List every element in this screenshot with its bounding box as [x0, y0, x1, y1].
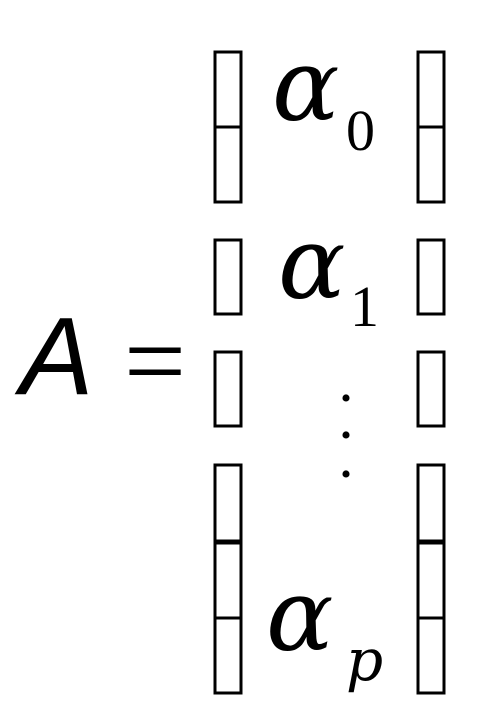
entry-subscript: p	[346, 626, 383, 694]
entry-symbol: α	[266, 557, 334, 674]
ellipsis-dot: •	[341, 419, 352, 452]
vertical-ellipsis: • • •	[341, 382, 352, 491]
entry-subscript: 1	[350, 274, 379, 339]
ellipsis-dot: •	[341, 382, 352, 415]
entry-symbol: α	[272, 27, 340, 144]
matrix-entry-alpha-p: α p	[266, 557, 383, 694]
entry-symbol: α	[278, 205, 346, 322]
matrix-entry-alpha-1: α 1	[278, 205, 379, 339]
right-bracket	[416, 50, 446, 695]
ellipsis-dot: •	[341, 458, 352, 491]
entry-subscript: 0	[346, 98, 375, 163]
lhs-symbol: A	[14, 295, 93, 418]
left-bracket	[213, 50, 243, 695]
matrix-entry-alpha-0: α 0	[272, 27, 375, 163]
equals-sign: =	[124, 300, 186, 422]
